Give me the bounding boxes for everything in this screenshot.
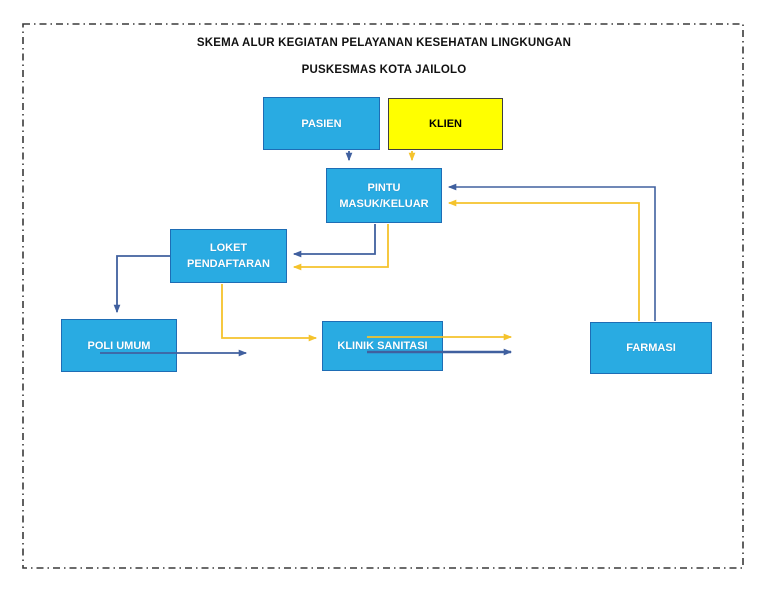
node-farmasi-label: FARMASI: [626, 342, 676, 354]
arrow-pintu-to-loket-yellow: [292, 224, 389, 271]
node-klien: KLIEN: [388, 98, 503, 150]
arrow-loket-to-poli-umum: [113, 255, 170, 314]
node-klien-label: KLIEN: [429, 118, 462, 130]
node-pasien: PASIEN: [263, 97, 380, 150]
arrow-farmasi-to-pintu-yellow: [447, 199, 640, 321]
node-klinik-sanitasi: KLINIK SANITASI: [322, 321, 443, 371]
node-poli-umum-label: POLI UMUM: [87, 339, 151, 352]
node-pintu-masuk-keluar: PINTU MASUK/KELUAR: [326, 168, 442, 223]
node-klinik-sanitasi-label: KLINIK SANITASI: [337, 340, 428, 352]
node-farmasi: FARMASI: [590, 322, 712, 374]
node-poli-umum: POLI UMUM: [61, 319, 177, 372]
diagram-title-line1: SKEMA ALUR KEGIATAN PELAYANAN KESEHATAN …: [196, 37, 572, 49]
diagram-title-line2: PUSKESMAS KOTA JAILOLO: [301, 64, 467, 76]
node-loket-pendaftaran-label: LOKET PENDAFTARAN: [187, 242, 270, 270]
node-pasien-label: PASIEN: [301, 117, 342, 130]
arrow-loket-to-klinik: [221, 284, 318, 342]
node-loket-pendaftaran: LOKET PENDAFTARAN: [170, 229, 287, 283]
node-pintu-masuk-keluar-label: PINTU MASUK/KELUAR: [339, 181, 429, 210]
arrow-farmasi-to-pintu-blue: [447, 183, 656, 321]
arrow-pintu-to-loket-blue: [292, 224, 376, 258]
